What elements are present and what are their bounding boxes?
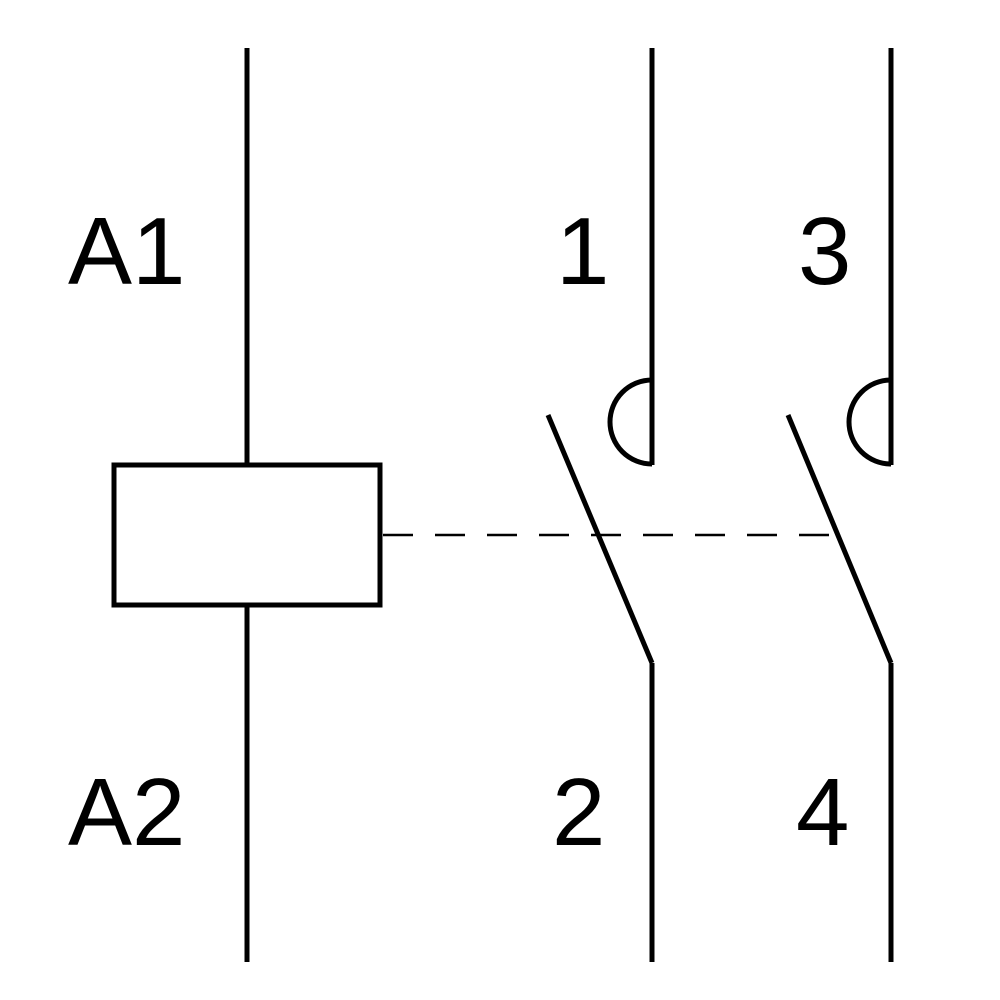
terminal-4-label: 4 [796, 759, 849, 866]
contact-1-fixed-arc [607, 377, 653, 467]
contact-3-4: 3 4 [785, 48, 894, 962]
terminal-2-label: 2 [552, 759, 605, 866]
coil-circuit: A1 A2 [68, 48, 383, 962]
contact-1-2: 1 2 [545, 48, 655, 962]
terminal-3-label: 3 [798, 198, 851, 305]
coil-terminal-a2-label: A2 [68, 759, 185, 866]
coil-box [111, 462, 383, 608]
contact-3-moving-blade [785, 414, 894, 664]
contact-1-moving-blade [545, 414, 655, 664]
contact-3-fixed-arc [846, 377, 892, 467]
coil-terminal-a1-label: A1 [68, 198, 185, 305]
terminal-1-label: 1 [556, 198, 609, 305]
